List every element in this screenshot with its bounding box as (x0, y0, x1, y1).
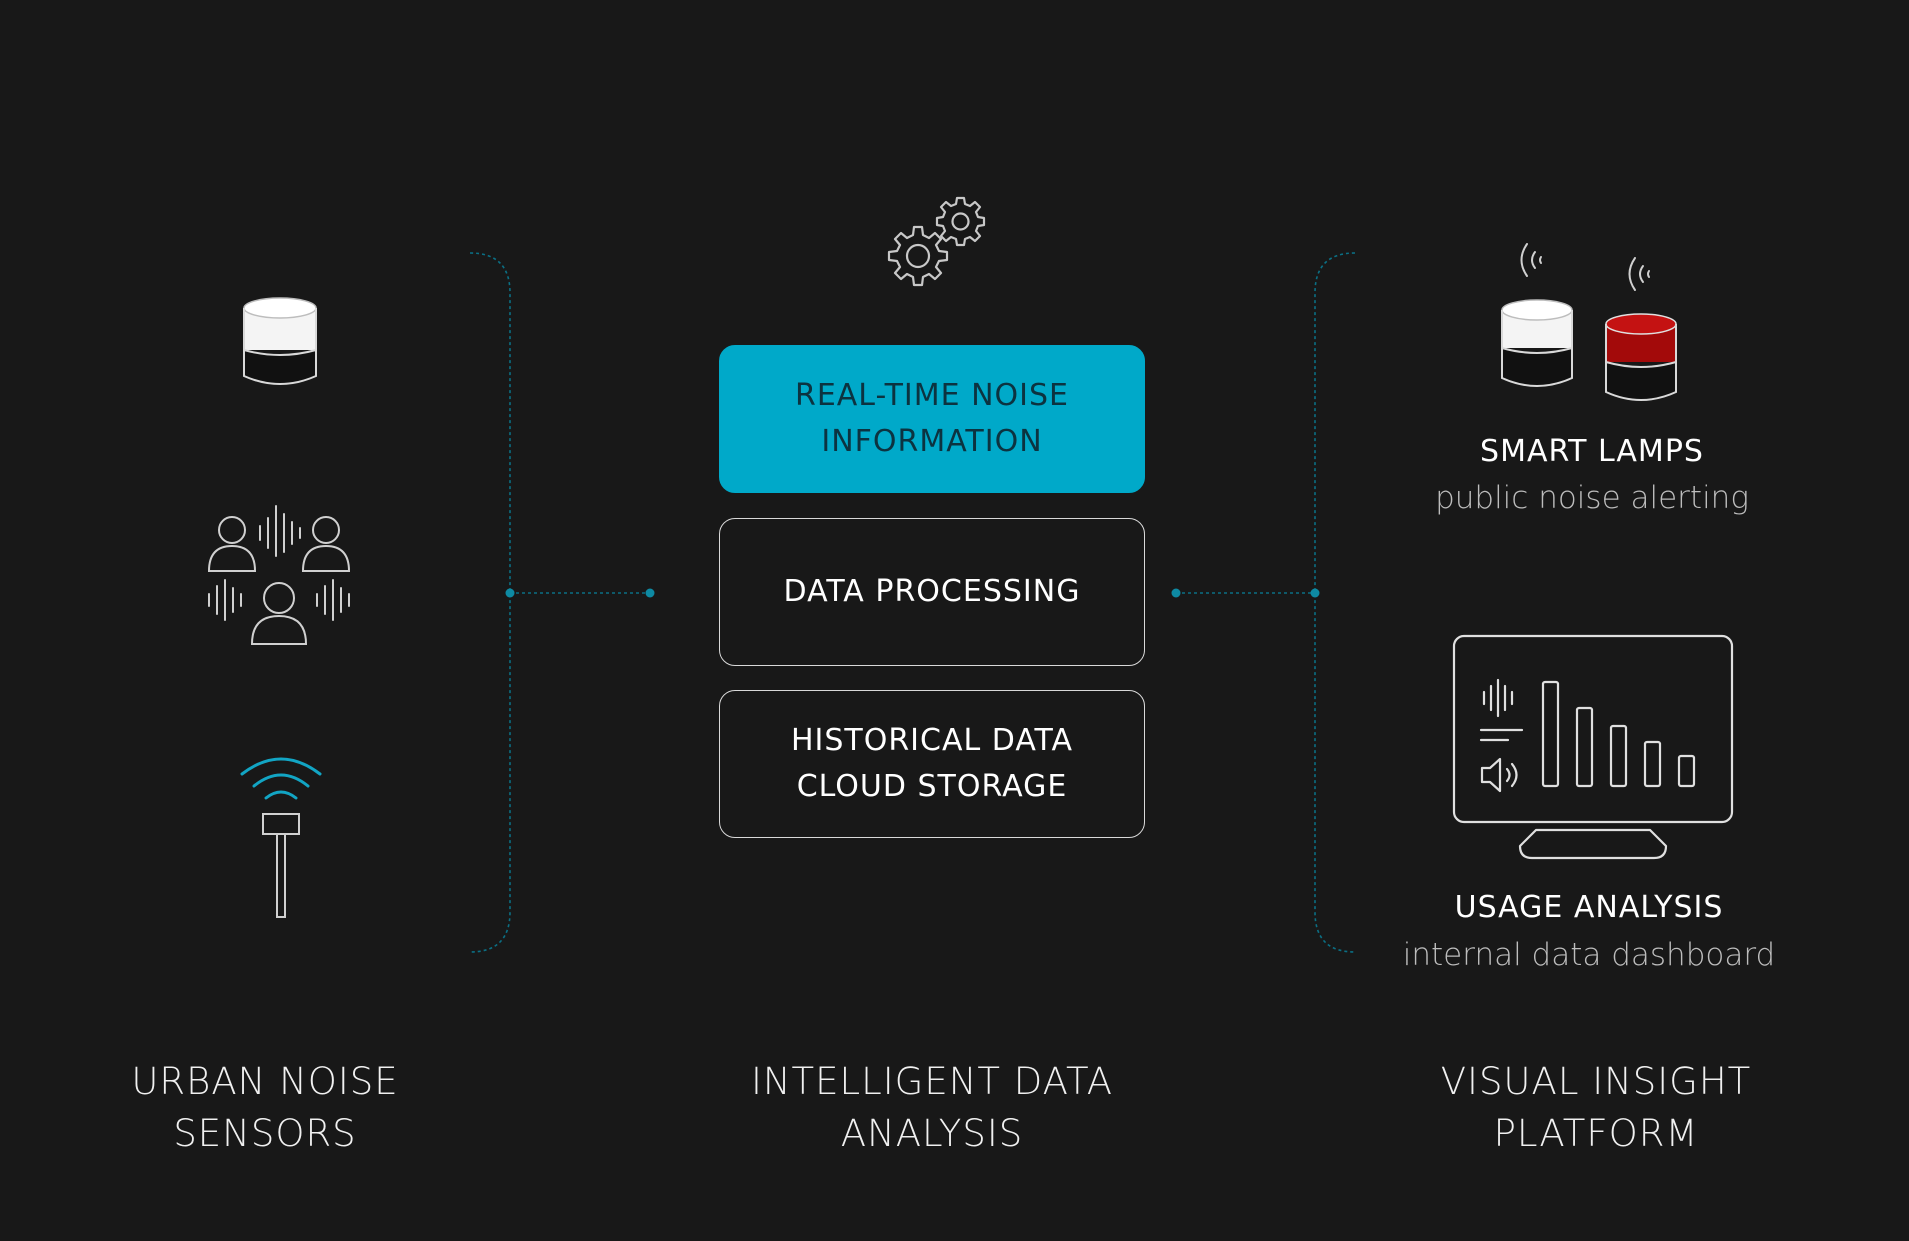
right-bracket (1314, 252, 1356, 953)
right-link-node (1171, 588, 1181, 598)
smart-lamps-pair-icon (1501, 243, 1677, 401)
analysis-box-storage: HISTORICAL DATA CLOUD STORAGE (719, 690, 1145, 838)
people-noise-icon (207, 505, 351, 645)
wireless-sensor-icon (240, 757, 322, 918)
smart-lamps-subtitle: public noise alerting (1435, 480, 1749, 516)
smart-lamps-title: SMART LAMPS (1480, 434, 1704, 469)
gears-icon (887, 196, 986, 287)
column-label-analysis: INTELLIGENT DATA ANALYSIS (750, 1060, 1114, 1155)
usage-analysis-title: USAGE ANALYSIS (1454, 890, 1724, 925)
left-link-node (645, 588, 655, 598)
usage-analysis-subtitle: internal data dashboard (1402, 937, 1776, 973)
left-bracket (469, 252, 511, 953)
analysis-box-realtime: REAL-TIME NOISE INFORMATION (719, 345, 1145, 493)
column-label-platform: VISUAL INSIGHT PLATFORM (1440, 1060, 1752, 1155)
column-label-sensors: URBAN NOISE SENSORS (131, 1060, 399, 1155)
smart-lamp-icon (243, 297, 317, 385)
right-bracket-node (1310, 588, 1320, 598)
analysis-box-processing: DATA PROCESSING (719, 518, 1145, 666)
dashboard-monitor-icon (1452, 634, 1734, 860)
left-bracket-node (505, 588, 515, 598)
